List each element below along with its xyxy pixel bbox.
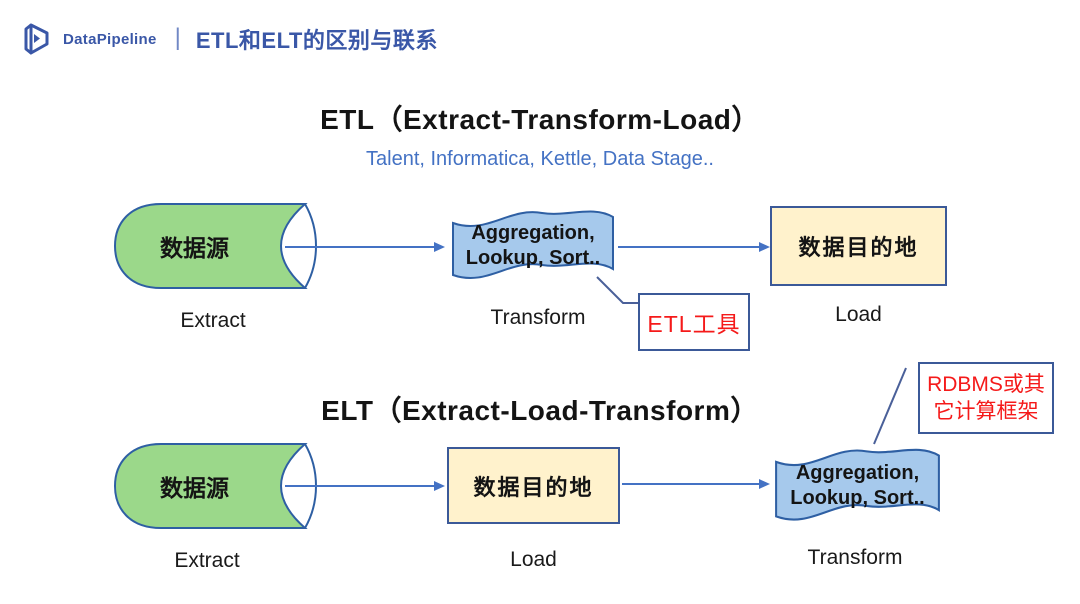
etl-load-caption: Load	[835, 303, 882, 326]
elt-load-caption: Load	[510, 548, 557, 571]
etl-source-label: 数据源	[160, 235, 229, 261]
elt-section-title: ELT（Extract-Load-Transform）	[321, 395, 759, 426]
elt-source-shape: 数据源	[113, 442, 318, 530]
page-title: ETL和ELT的区别与联系	[195, 28, 438, 53]
header-separator: |	[174, 24, 181, 51]
etl-arrow-transform-to-load	[618, 242, 770, 252]
etl-transform-label: Aggregation, Lookup, Sort..	[466, 221, 600, 271]
logo-text: DataPipeline	[63, 30, 157, 48]
elt-transform-label-line2: Lookup, Sort..	[790, 487, 925, 509]
rdbms-callout-box: RDBMS或其 它计算框架	[918, 362, 1054, 434]
etl-section-title: ETL（Extract-Transform-Load）	[320, 104, 760, 135]
etl-tool-callout-box: ETL工具	[638, 293, 750, 351]
etl-tool-callout-line	[596, 276, 640, 304]
etl-destination-shape: 数据目的地	[770, 206, 947, 286]
etl-tool-callout-label: ETL工具	[647, 311, 741, 337]
etl-transform-caption: Transform	[490, 306, 586, 329]
elt-transform-label-line1: Aggregation,	[795, 462, 920, 484]
etl-transform-label-line1: Aggregation,	[471, 222, 595, 244]
rdbms-callout-line1: RDBMS或其	[927, 372, 1045, 396]
elt-transform-caption: Transform	[807, 546, 903, 569]
storage-cylinder-graphic	[113, 443, 318, 529]
elt-arrow-source-to-load	[285, 481, 445, 491]
etl-transform-label-line2: Lookup, Sort..	[465, 247, 601, 269]
header: DataPipeline | ETL和ELT的区别与联系	[20, 22, 438, 56]
rdbms-callout-label: RDBMS或其 它计算框架	[927, 371, 1045, 426]
elt-source-label: 数据源	[160, 475, 229, 501]
elt-arrow-load-to-transform	[622, 479, 770, 489]
elt-destination-label: 数据目的地	[473, 474, 594, 500]
elt-transform-shape: Aggregation, Lookup, Sort..	[770, 443, 945, 529]
etl-transform-shape: Aggregation, Lookup, Sort..	[447, 205, 619, 287]
elt-extract-caption: Extract	[174, 549, 240, 572]
elt-destination-shape: 数据目的地	[447, 447, 620, 524]
wave-shape-graphic	[452, 210, 614, 280]
elt-transform-label: Aggregation, Lookup, Sort..	[790, 461, 924, 511]
datapipeline-logo-icon	[24, 23, 49, 55]
rdbms-callout-line	[873, 367, 907, 445]
etl-source-shape: 数据源	[113, 202, 318, 290]
etl-destination-label: 数据目的地	[798, 235, 919, 260]
rdbms-callout-line2: 它计算框架	[933, 400, 1039, 423]
etl-arrow-source-to-transform	[285, 242, 445, 252]
wave-shape-graphic	[775, 448, 940, 521]
etl-extract-caption: Extract	[180, 309, 246, 332]
etl-subtitle: Talent, Informatica, Kettle, Data Stage.…	[366, 148, 714, 170]
